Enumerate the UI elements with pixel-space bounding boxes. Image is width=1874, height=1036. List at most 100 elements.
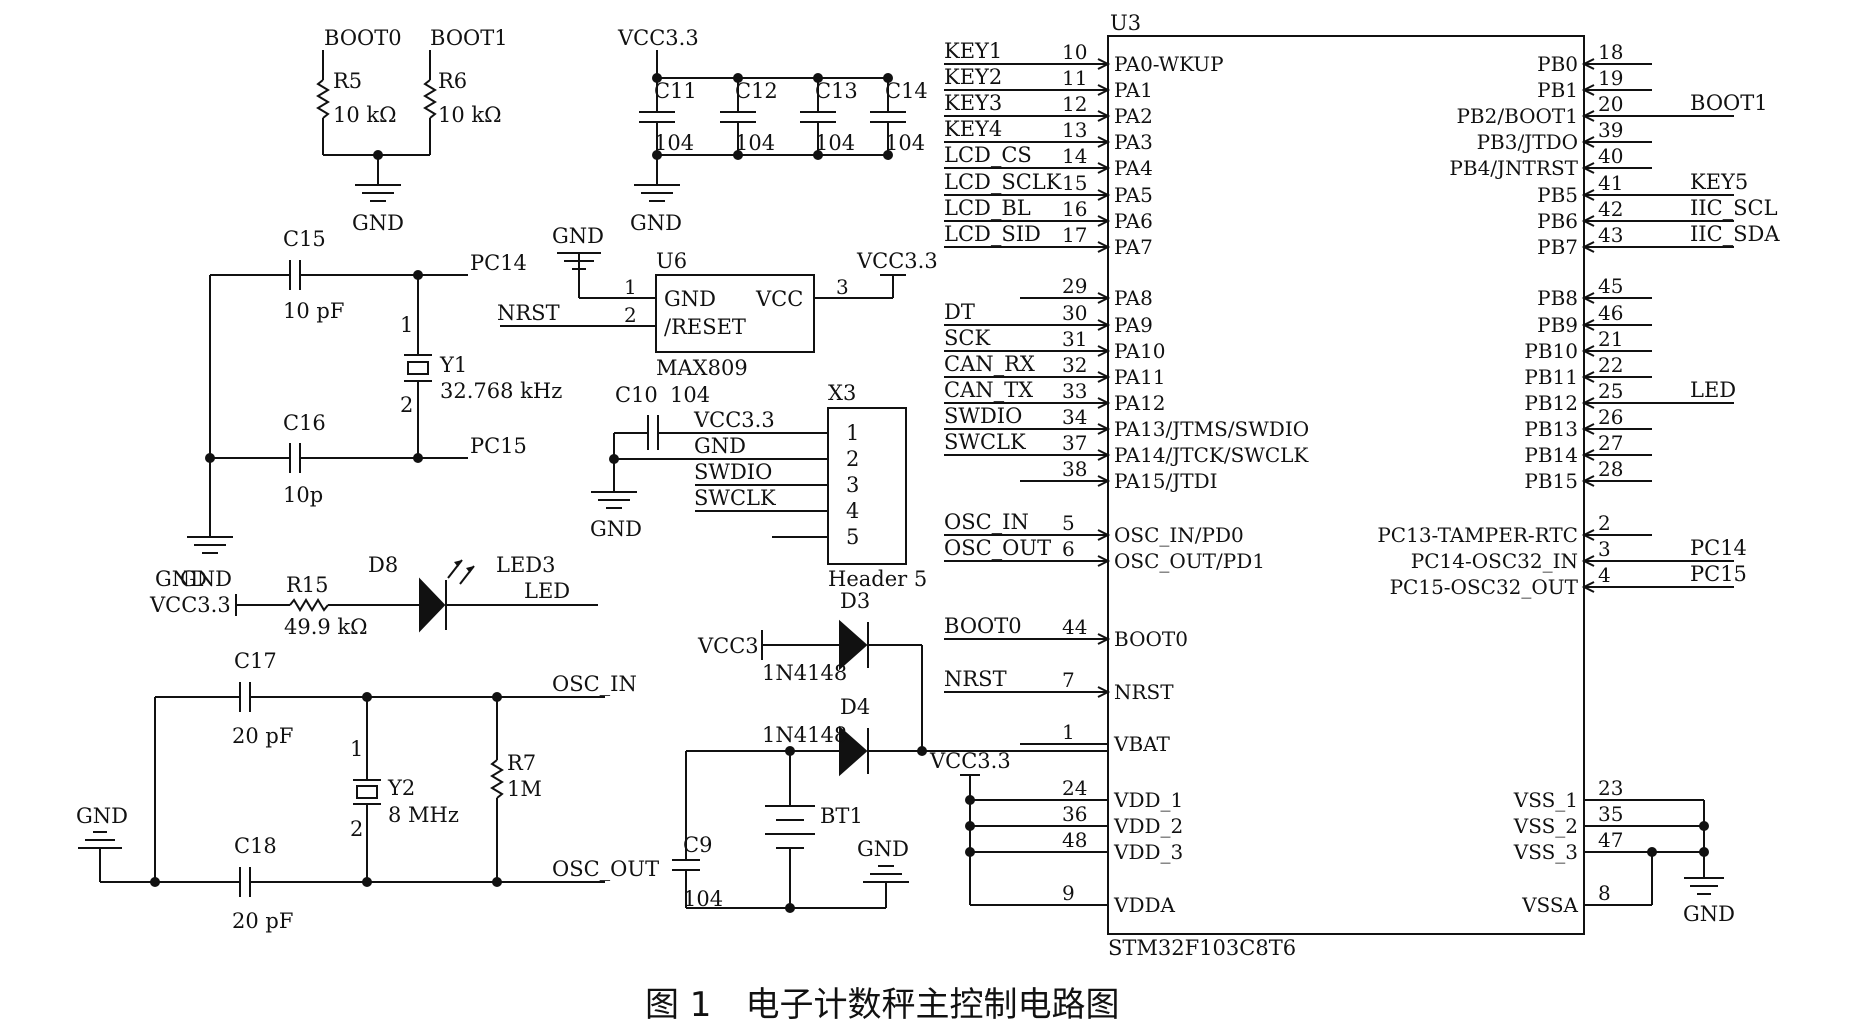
pin-arrow — [1097, 397, 1111, 409]
mcu-right-pin-num: 3 — [1598, 537, 1611, 561]
mcu-right-pin-num: 20 — [1598, 92, 1623, 116]
decoupling-cap-ref: C13 — [815, 79, 858, 103]
d4-ref: D4 — [840, 695, 870, 719]
pin-arrow — [1581, 189, 1595, 201]
mcu-left-pin-num: 10 — [1062, 40, 1087, 64]
decoupling-cap-ref: C12 — [735, 79, 778, 103]
pin-arrow — [1097, 423, 1111, 435]
gnd-symbol-boot — [355, 184, 401, 202]
decoupling-cap-ref: C11 — [654, 79, 697, 103]
mcu-left-net-label: LCD_BL — [944, 196, 1031, 220]
gnd-symbol-hse — [78, 831, 122, 882]
c18-value: 20 pF — [232, 909, 293, 933]
mcu-left-pin-num: 48 — [1062, 828, 1087, 852]
mcu-left-pin-num: 29 — [1062, 274, 1087, 298]
y1-ref: Y1 — [439, 353, 467, 377]
mcu-left-net-label: CAN_RX — [944, 352, 1035, 376]
decoupling-cap-value: 104 — [885, 131, 925, 155]
x3-pin2: 2 — [846, 447, 859, 471]
mcu-right-pin-name: PC13-TAMPER-RTC — [1377, 523, 1578, 547]
mcu-left-pin-name: NRST — [1114, 680, 1174, 704]
pin-arrow — [1581, 581, 1595, 593]
mcu-left-pin-num: 12 — [1062, 92, 1087, 116]
mcu-left-pin-num: 37 — [1062, 431, 1087, 455]
mcu-right-net-label: LED — [1690, 378, 1736, 402]
mcu-right-pin-num: 40 — [1598, 144, 1623, 168]
r6-value: 10 kΩ — [438, 103, 502, 127]
figure-caption: 图 1 电子计数秤主控制电路图 — [645, 985, 1119, 1025]
y2-ref: Y2 — [387, 776, 415, 800]
reset-gnd-label: GND — [552, 224, 604, 248]
pin-arrow — [1097, 215, 1111, 227]
mcu-left-pin-name: PA8 — [1114, 286, 1153, 310]
status-led: VCC3.3 GND R15 49.9 kΩ D8 LED3 LED — [149, 553, 598, 639]
y1-pin2: 2 — [400, 393, 413, 417]
mcu-right-pin-name: PB9 — [1537, 313, 1578, 337]
rtc-pc15-net: PC15 — [470, 434, 527, 458]
mcu-left-pin-name: PA2 — [1114, 104, 1153, 128]
reset-supervisor: GND U6 MAX809 GND /RESET VCC 1 2 3 NRST … — [497, 224, 938, 380]
boot0-label: BOOT0 — [324, 26, 402, 50]
mcu-left-pin-name: PA5 — [1114, 183, 1153, 207]
mcu-left-pin-num: 33 — [1062, 379, 1087, 403]
battery-gnd-label: GND — [857, 837, 909, 861]
y2-pin2: 2 — [350, 817, 363, 841]
mcu-left-net-label: LCD_CS — [944, 143, 1032, 167]
u6-num3: 3 — [836, 275, 849, 299]
mcu-left-pin-num: 34 — [1062, 405, 1087, 429]
mcu-right-pin-num: 21 — [1598, 327, 1623, 351]
decoupling-cap-value: 104 — [735, 131, 775, 155]
mcu-right-pin-num: 2 — [1598, 511, 1611, 535]
mcu-left-pin-num: 30 — [1062, 301, 1087, 325]
x3-ref: X3 — [828, 381, 856, 405]
mcu-right-pin-name: PB1 — [1537, 78, 1578, 102]
x3-pin5: 5 — [846, 525, 859, 549]
pin-arrow — [1581, 345, 1595, 357]
mcu-right-pin-num: 26 — [1598, 405, 1623, 429]
mcu-right-pin-name: PB8 — [1537, 286, 1578, 310]
mcu-right-pin-num: 35 — [1598, 802, 1623, 826]
mcu-left-pin-name: VDD_3 — [1113, 840, 1183, 864]
mcu-right-pin-name: PB14 — [1524, 443, 1578, 467]
mcu-left-pin-num: 15 — [1062, 171, 1087, 195]
mcu-left-pin-name: PA12 — [1114, 391, 1166, 415]
c18-ref: C18 — [234, 834, 277, 858]
mcu-right-pin-num: 47 — [1598, 828, 1623, 852]
pin-arrow — [1581, 529, 1595, 541]
c17-ref: C17 — [234, 649, 277, 673]
pin-arrow — [1581, 371, 1595, 383]
u6-pin-reset: /RESET — [664, 315, 746, 339]
gnd-symbol-battery — [863, 865, 909, 883]
r7-value: 1M — [507, 777, 542, 801]
mcu-right-pin-num: 46 — [1598, 301, 1623, 325]
pin-arrow — [1581, 58, 1595, 70]
mcu-right-pin-name: PB13 — [1524, 417, 1578, 441]
mcu-left-pin-name: OSC_IN/PD0 — [1114, 523, 1244, 547]
pin-arrow — [1581, 397, 1595, 409]
mcu-right-pin-name: VSS_1 — [1513, 788, 1578, 812]
pin-arrow — [1581, 241, 1595, 253]
pin-arrow — [1581, 423, 1595, 435]
mcu-right-pin-name: VSS_3 — [1513, 840, 1578, 864]
d4-part: 1N4148 — [762, 723, 847, 747]
pin-arrow — [1581, 475, 1595, 487]
mcu-left-pin-num: 36 — [1062, 802, 1087, 826]
pin-arrow — [1097, 241, 1111, 253]
c16-ref: C16 — [283, 411, 326, 435]
pin-arrow — [1097, 189, 1111, 201]
mcu-right-pin-num: 8 — [1598, 881, 1611, 905]
swd-net-swclk: SWCLK — [694, 486, 776, 510]
mcu-right-pin-name: PB5 — [1537, 183, 1578, 207]
pin-arrow — [1097, 319, 1111, 331]
mcu-left-net-label: SWCLK — [944, 430, 1026, 454]
pin-arrow — [1581, 555, 1595, 567]
diode-d4-symbol — [839, 725, 868, 777]
u6-num1: 1 — [624, 275, 637, 299]
mcu-right-pin-name: PC14-OSC32_IN — [1411, 549, 1578, 573]
led-gnd-label: GND — [155, 567, 207, 591]
pin-arrow — [1097, 555, 1111, 567]
d3-ref: D3 — [840, 589, 870, 613]
mcu-left-pin-num: 9 — [1062, 881, 1075, 905]
decoupling-vcc: VCC3.3 — [617, 26, 699, 50]
mcu-left-net-label: LCD_SID — [944, 222, 1041, 246]
